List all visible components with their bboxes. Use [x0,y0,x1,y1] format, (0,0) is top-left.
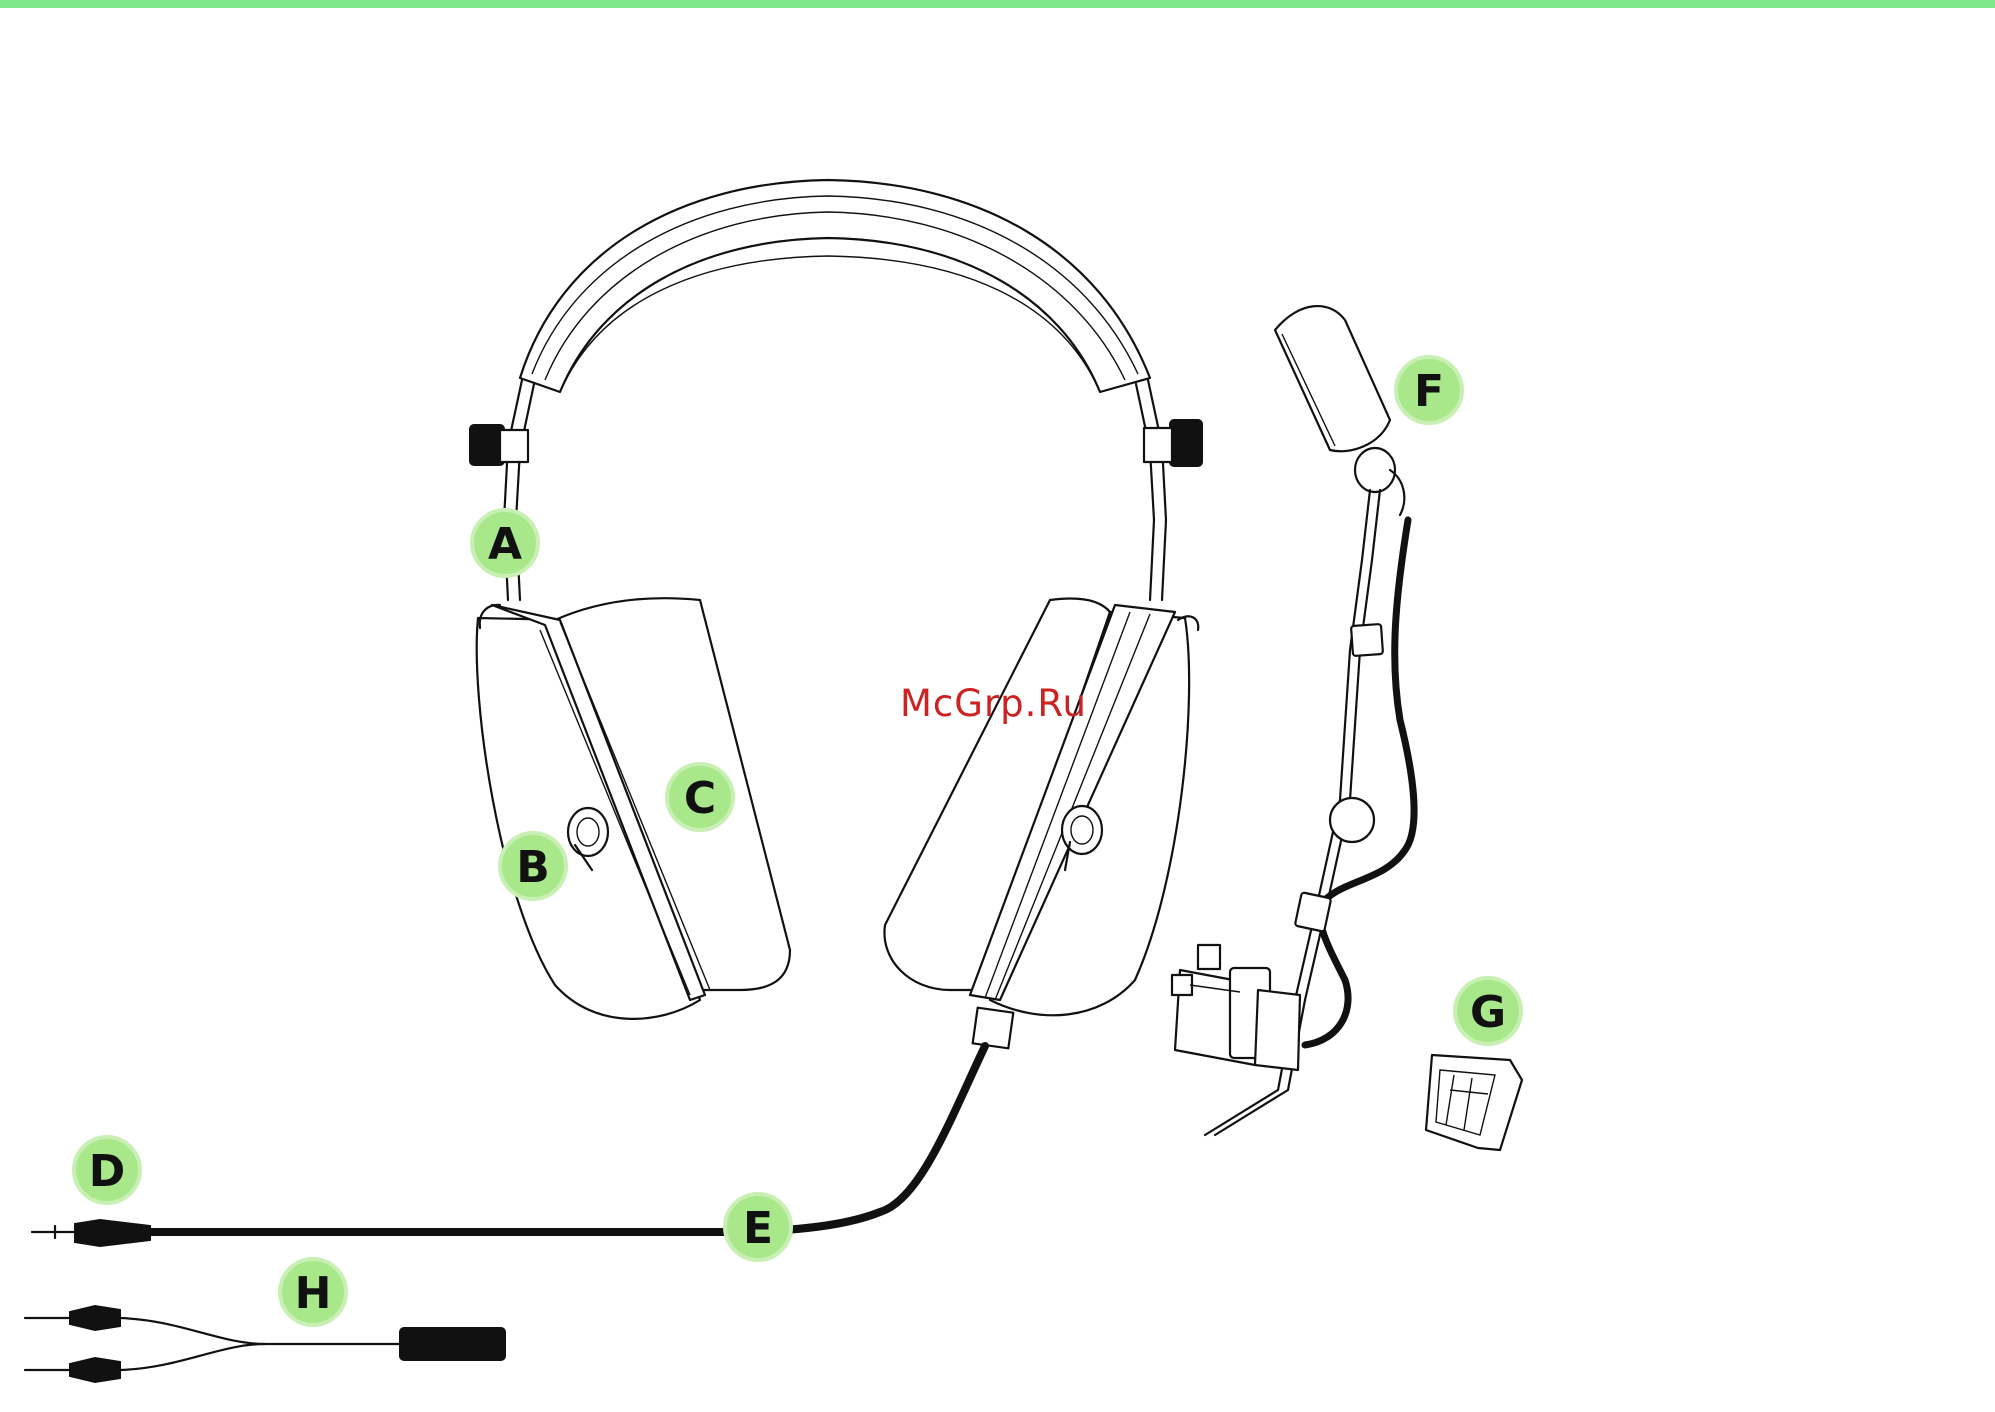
callout-A: A [472,510,538,576]
callout-C: C [667,764,733,830]
callout-G-label: G [1470,987,1506,1038]
callout-C-label: C [684,773,716,824]
callout-D-label: D [89,1146,126,1197]
splitter-cable [25,1306,505,1382]
callout-D: D [74,1137,140,1203]
port-cover [1426,1055,1522,1150]
right-ear-cup [884,599,1198,1049]
callout-A-label: A [488,519,522,570]
right-slider [1136,380,1202,600]
callout-E: E [725,1194,791,1260]
callout-H: H [280,1259,346,1325]
callout-B: B [500,833,566,899]
main-cable [32,1046,985,1246]
callout-E-label: E [743,1203,773,1254]
callout-F: F [1396,357,1462,423]
callout-B-label: B [516,842,550,893]
microphone [1172,306,1414,1135]
callout-H-label: H [295,1268,332,1319]
headband [520,180,1150,392]
watermark: McGrp.Ru [900,682,1120,725]
callout-F-label: F [1414,366,1444,417]
left-ear-cup [477,598,790,1019]
callout-G: G [1455,978,1521,1044]
